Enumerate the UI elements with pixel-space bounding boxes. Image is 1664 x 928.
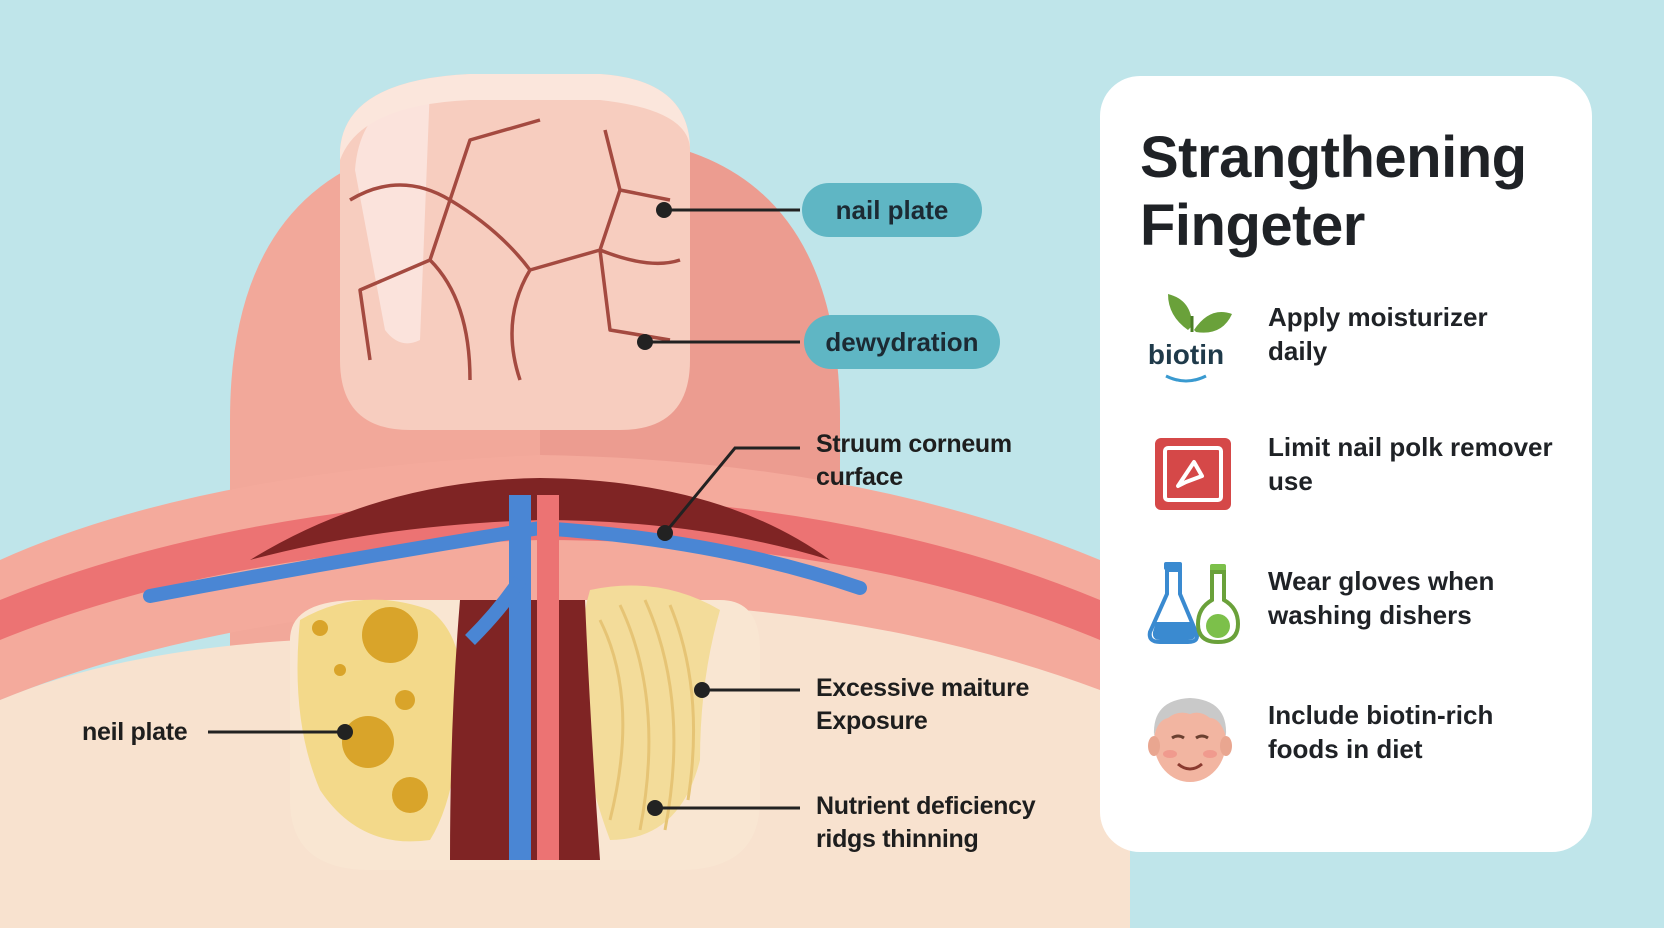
fat-cell xyxy=(334,664,346,676)
fat-cell xyxy=(312,620,328,636)
fat-cell xyxy=(342,716,394,768)
callout-nutrient-deficiency: Nutrient deficiency ridgs thinning xyxy=(816,792,1036,853)
nail-polish-remover-icon xyxy=(1140,416,1240,526)
tip-item: biotin Apply moisturizer daily xyxy=(1140,286,1580,396)
biotin-leaf-icon: biotin xyxy=(1140,286,1240,396)
callout-stratum-corneum: Struum corneum curface xyxy=(816,430,1012,491)
flasks-icon xyxy=(1140,550,1241,660)
vein-branch xyxy=(465,576,526,645)
fat-cell xyxy=(362,607,418,663)
red-dermis-band xyxy=(0,495,1100,640)
fat-cell xyxy=(395,690,415,710)
tips-panel: Strangthening Fingeter biotin Apply mois… xyxy=(1100,76,1592,852)
tip-item: Wear gloves when washing dishers xyxy=(1140,550,1580,660)
callout-nail-plate-left: neil plate xyxy=(82,718,188,746)
panel-title: Strangthening Fingeter xyxy=(1140,125,1527,258)
elderly-face-icon xyxy=(1140,684,1240,794)
callout-dehydration: dewydration xyxy=(804,315,1000,369)
biotin-icon-label: biotin xyxy=(1148,339,1224,370)
fat-cell xyxy=(392,777,428,813)
tip-item: Limit nail polk remover use xyxy=(1140,416,1580,526)
callout-moisture-exposure: Excessive maiture Exposure xyxy=(816,674,1030,735)
nail-cracks xyxy=(349,118,681,381)
nail-shine xyxy=(355,86,430,344)
tip-item: Include biotin-rich foods in diet xyxy=(1140,684,1580,794)
nail-cuticle xyxy=(340,74,690,160)
callout-nail-plate: nail plate xyxy=(802,183,982,237)
